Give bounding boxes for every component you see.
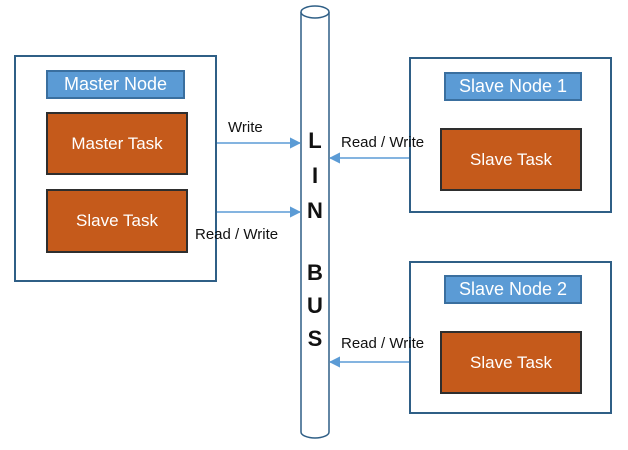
bus-letter-n: N (307, 198, 323, 223)
write-label: Write (228, 119, 263, 136)
bus-letter-u: U (307, 293, 323, 318)
slave-node-1-read-write-label: Read / Write (341, 134, 425, 151)
slave-node-2-label: Slave Node 2 (444, 275, 582, 304)
bus-letter-i: I (311, 163, 319, 188)
master-node-label: Master Node (46, 70, 185, 99)
bus-letter-l: L (308, 128, 322, 153)
bus-letter-b: B (307, 260, 323, 285)
master-slave-task: Slave Task (46, 189, 188, 253)
slave-node-1-task: Slave Task (440, 128, 582, 191)
lin-bus-cylinder (300, 5, 330, 439)
master-read-write-label: Read / Write (195, 226, 279, 243)
bus-letter-s: S (307, 326, 323, 351)
slave-node-2-read-write-label: Read / Write (341, 335, 425, 352)
master-task: Master Task (46, 112, 188, 175)
slave-node-1-label: Slave Node 1 (444, 72, 582, 101)
slave-node-2-task: Slave Task (440, 331, 582, 394)
